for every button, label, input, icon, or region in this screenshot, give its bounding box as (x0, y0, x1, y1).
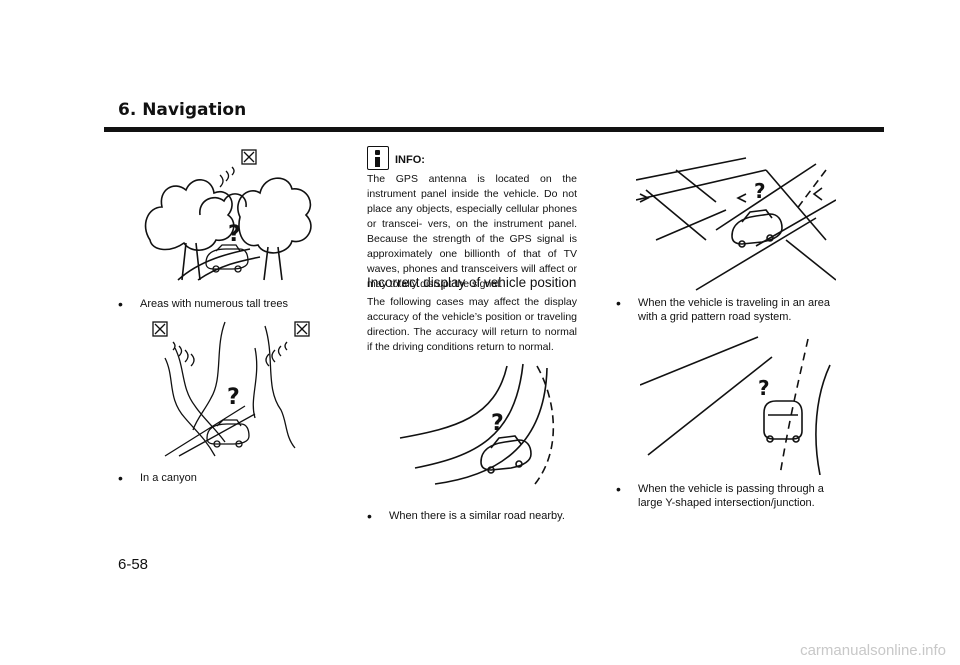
sub-paragraph: The following cases may affect the displ… (367, 296, 577, 353)
trees-illustration: ? (144, 149, 312, 281)
bullet-icon: • (118, 470, 123, 486)
bullet-similar-road: • When there is a similar road nearby. (367, 509, 587, 523)
y-junction-illustration: ? (640, 336, 831, 475)
bullet-icon: • (118, 296, 123, 312)
bullet-grid-road: • When the vehicle is traveling in an ar… (616, 296, 846, 324)
header-rule (104, 127, 884, 132)
watermark: carmanualsonline.info (800, 642, 946, 659)
question-mark-icon: ? (491, 411, 504, 436)
question-mark-icon: ? (227, 385, 240, 410)
bullet-tall-trees: • Areas with numerous tall trees (118, 297, 338, 311)
bullet-text: When the vehicle is traveling in an area… (638, 297, 830, 323)
question-mark-icon: ? (754, 179, 766, 203)
bullet-icon: • (616, 481, 621, 497)
canyon-illustration: ? (152, 321, 310, 457)
info-icon (367, 146, 389, 170)
bullet-text: When there is a similar road nearby. (389, 510, 565, 522)
info-block: INFO: (367, 146, 567, 170)
similar-road-illustration: ? (399, 363, 555, 485)
section-title: 6. Navigation (118, 100, 247, 120)
page-number: 6-58 (118, 556, 149, 573)
question-mark-icon: ? (228, 222, 241, 247)
bullet-text: In a canyon (140, 472, 197, 484)
bullet-canyon: • In a canyon (118, 471, 338, 485)
subheading: Incorrect display of vehicle position (367, 275, 577, 290)
info-header: INFO: (367, 146, 567, 170)
bullet-text: Areas with numerous tall trees (140, 298, 288, 310)
info-paragraph: The GPS antenna is located on the instru… (367, 173, 577, 290)
info-label: INFO: (395, 154, 425, 166)
question-mark-icon: ? (758, 376, 770, 400)
bullet-y-junction: • When the vehicle is passing through a … (616, 482, 846, 510)
bullet-text: When the vehicle is passing through a la… (638, 483, 824, 509)
grid-road-illustration: ? (636, 157, 836, 291)
bullet-icon: • (367, 508, 372, 524)
bullet-icon: • (616, 295, 621, 311)
